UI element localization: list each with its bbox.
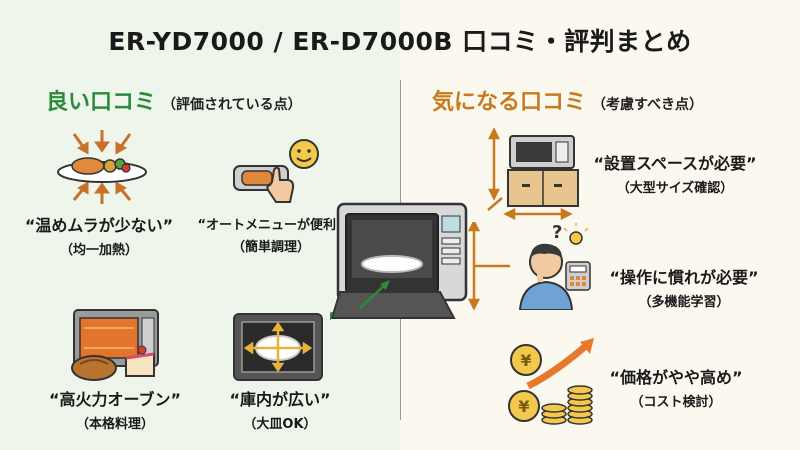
review-quote: “設置スペースが必要” xyxy=(593,154,757,173)
review-quote: “価格がやや高め” xyxy=(609,368,743,387)
wide-interior-icon xyxy=(233,313,323,381)
review-sub: （多機能学習） xyxy=(638,295,730,310)
review-high-power-oven: “高火力オーブン” （本格料理） xyxy=(30,386,200,432)
review-operation-learning: “操作に慣れが必要” （多機能学習） xyxy=(596,264,772,310)
review-sub: （大型サイズ確認） xyxy=(616,181,734,196)
review-even-heating: “温めムラが少ない” （均一加熱） xyxy=(24,212,174,258)
review-quote: “操作に慣れが必要” xyxy=(609,268,759,287)
review-quote: “温めムラが少ない” xyxy=(24,216,174,235)
installation-space-icon xyxy=(487,128,579,221)
review-quote: “庫内が広い” xyxy=(229,390,331,409)
concern-heading-label: 気になる口コミ xyxy=(432,90,587,115)
concern-reviews-heading: 気になる口コミ （考慮すべき点） xyxy=(432,84,703,116)
good-reviews-heading: 良い口コミ （評価されている点） xyxy=(46,84,302,116)
review-sub: （簡単調理） xyxy=(231,240,310,255)
even-heating-icon xyxy=(57,130,147,204)
review-quote: “高火力オーブン” xyxy=(48,390,182,409)
review-sub: （大皿OK） xyxy=(243,417,317,432)
price-icon: ¥ ¥ xyxy=(508,338,594,425)
review-sub: （本格料理） xyxy=(75,417,154,432)
review-sub: （コスト検討） xyxy=(630,395,722,410)
concern-subheading: （考慮すべき点） xyxy=(592,97,704,113)
yen-coin-icon: ¥ xyxy=(520,351,531,370)
review-quote: “オートメニューが便利” xyxy=(197,218,345,233)
operation-learning-icon: ? xyxy=(467,222,591,310)
review-price: “価格がやや高め” （コスト検討） xyxy=(596,364,756,410)
page-title: ER-YD7000 / ER-D7000B 口コミ・評判まとめ xyxy=(108,27,692,56)
auto-menu-icon xyxy=(233,139,319,203)
good-subheading: （評価されている点） xyxy=(162,97,302,113)
question-mark-icon: ? xyxy=(552,222,562,243)
review-sub: （均一加熱） xyxy=(59,243,138,258)
review-auto-menu: “オートメニューが便利” （簡単調理） xyxy=(196,214,346,255)
high-power-oven-icon xyxy=(71,309,159,381)
good-reviews-panel xyxy=(0,0,400,450)
microwave-oven-illustration xyxy=(330,202,468,320)
review-installation-space: “設置スペースが必要” （大型サイズ確認） xyxy=(580,150,770,196)
yen-coin-icon: ¥ xyxy=(518,397,529,416)
review-wide-interior: “庫内が広い” （大皿OK） xyxy=(205,386,355,432)
good-heading-label: 良い口コミ xyxy=(46,90,157,115)
